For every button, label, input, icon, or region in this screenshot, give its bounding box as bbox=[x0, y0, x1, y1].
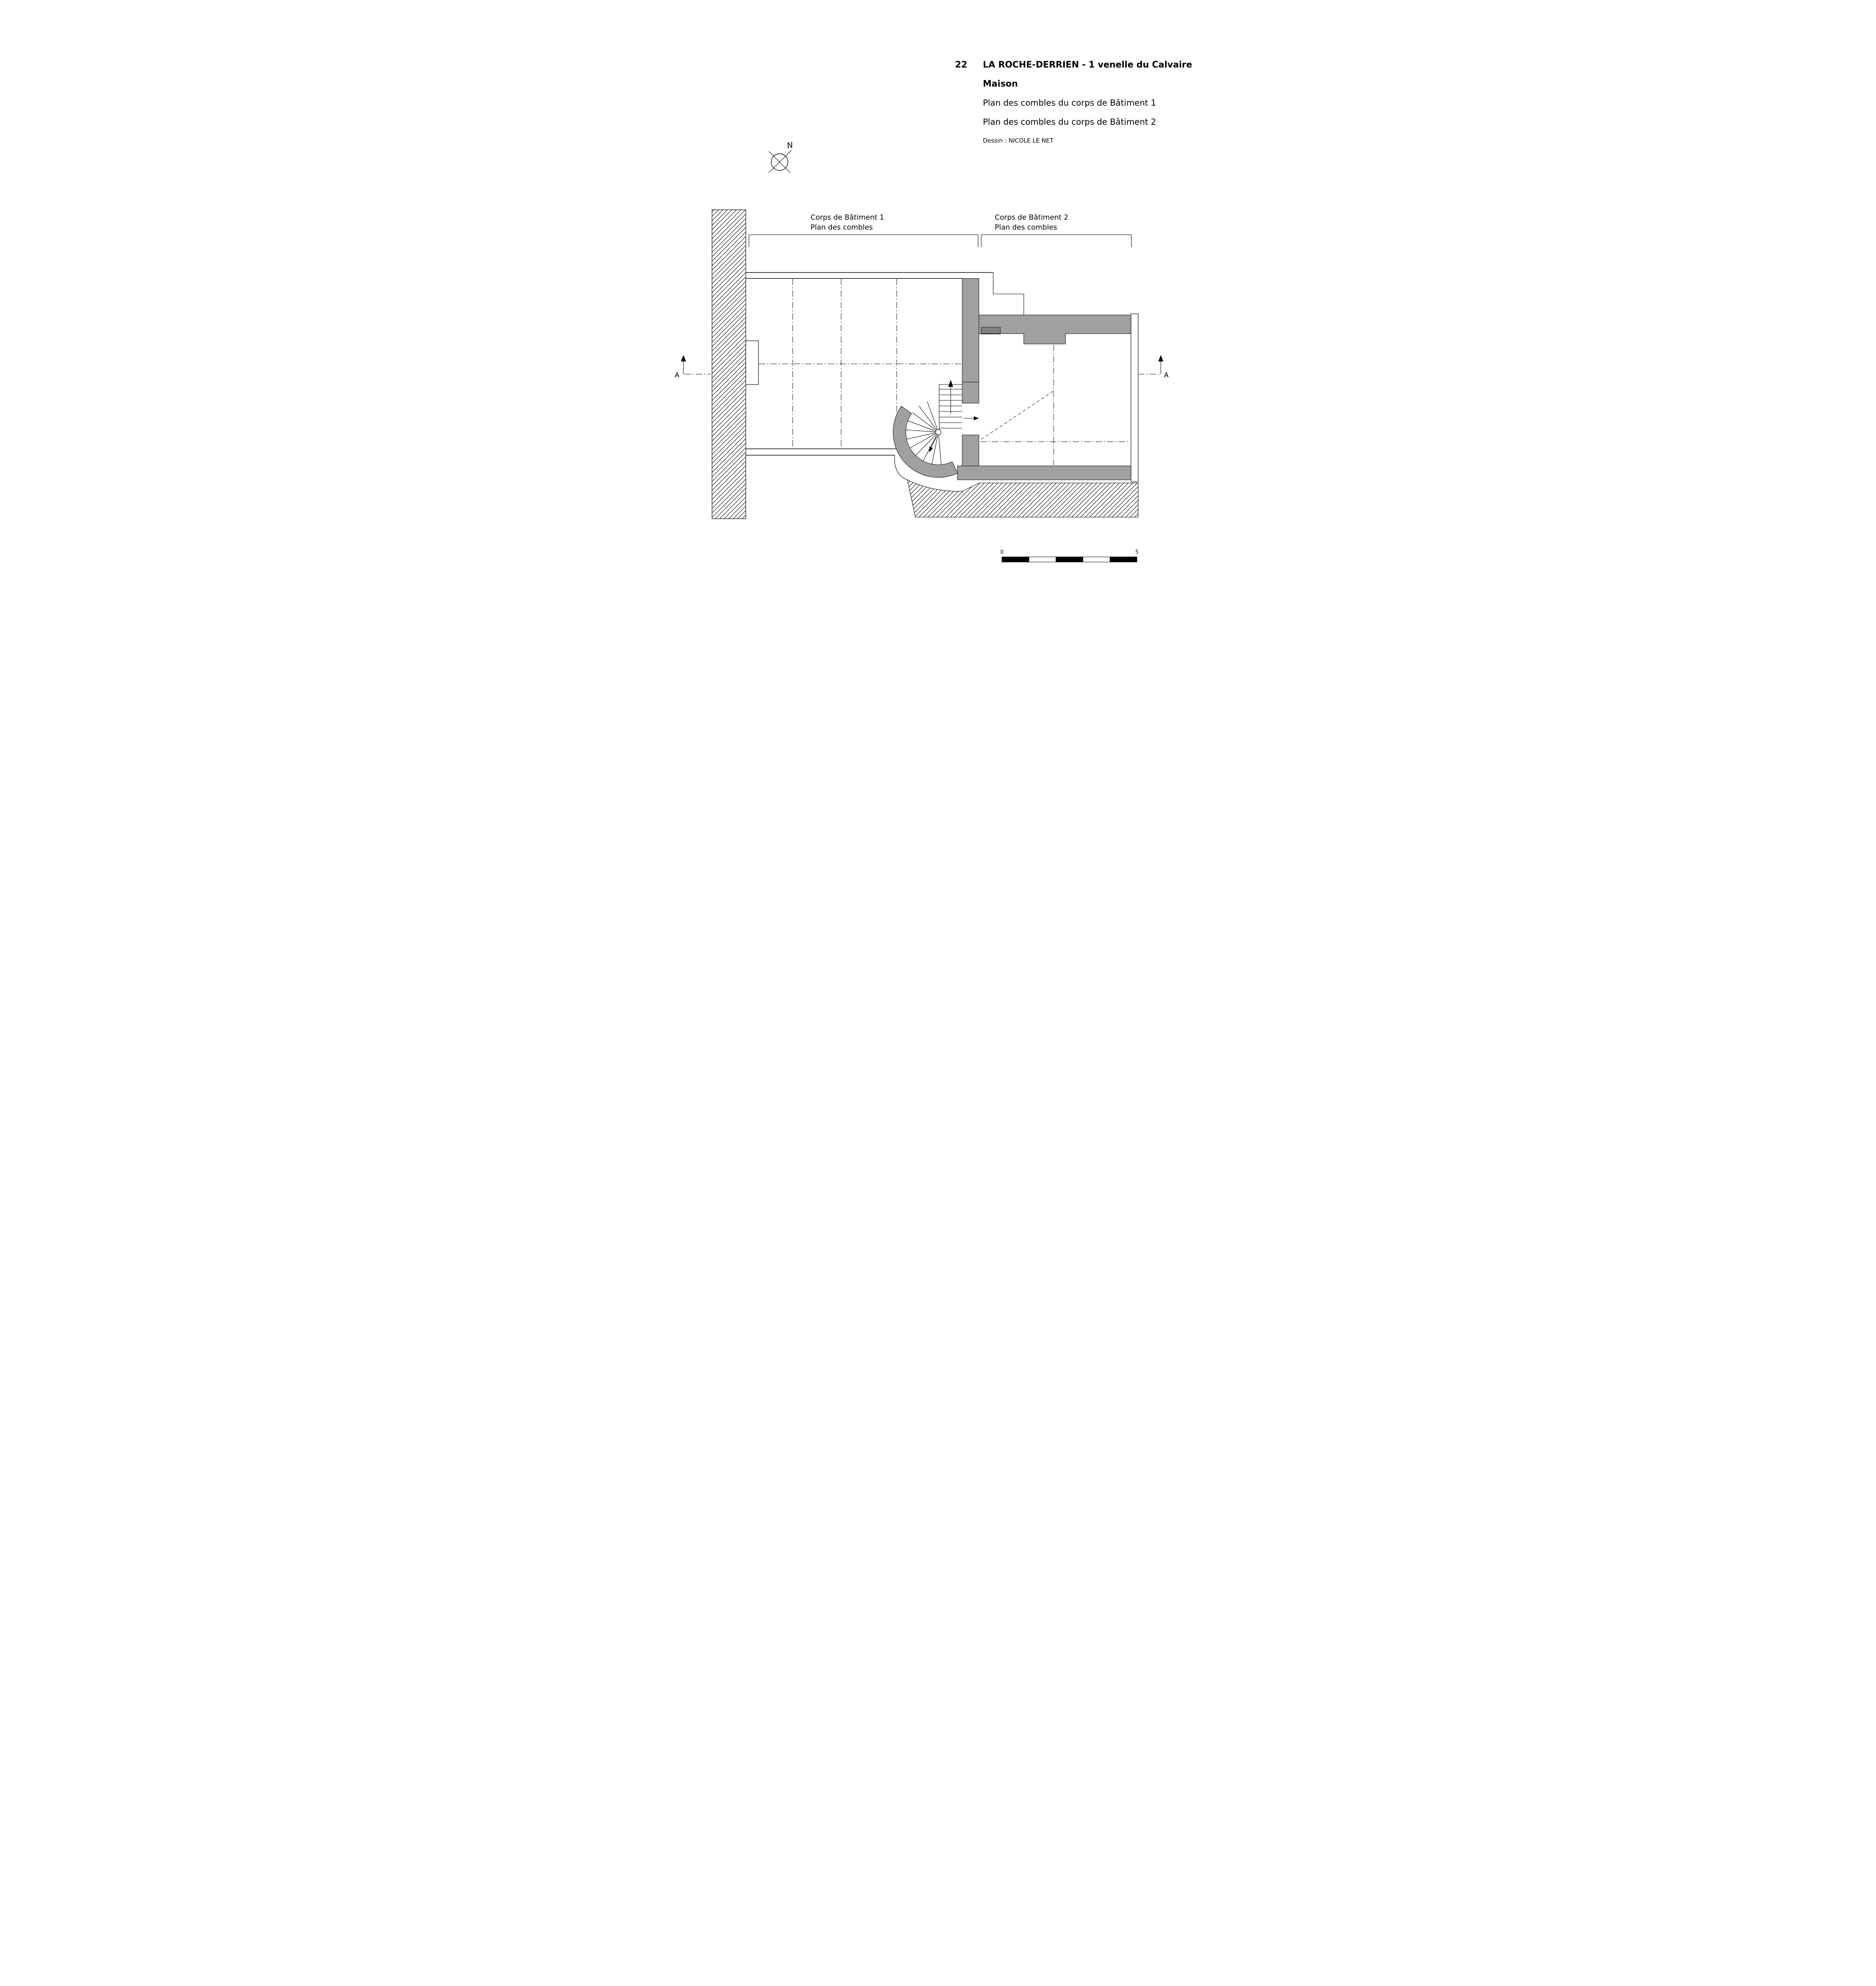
tread-line bbox=[919, 406, 937, 430]
down-arrow-shaft bbox=[931, 437, 937, 448]
scale-bar: 0 5 bbox=[1000, 549, 1139, 562]
down-arrow-icon bbox=[929, 446, 933, 452]
building2-east-wall bbox=[1131, 313, 1139, 482]
tread-line bbox=[912, 412, 936, 431]
architectural-plan: 22 LA ROCHE-DERRIEN - 1 venelle du Calva… bbox=[675, 60, 1192, 562]
section-marker-left: A bbox=[675, 355, 710, 379]
page-subtitle: Maison bbox=[983, 79, 1018, 89]
scale-segment bbox=[1029, 556, 1056, 562]
page-title: LA ROCHE-DERRIEN - 1 venelle du Calvaire bbox=[983, 60, 1192, 70]
scale-start-label: 0 bbox=[1000, 549, 1004, 555]
building-junction-step bbox=[993, 272, 1024, 315]
building1-label-line2: Plan des combles bbox=[811, 223, 873, 232]
plan-labels: Corps de Bâtiment 1 Plan des combles Cor… bbox=[749, 213, 1132, 247]
stair-outer-face-curve bbox=[894, 455, 908, 480]
hatched-masonry-west bbox=[712, 209, 746, 519]
section-letter-left: A bbox=[675, 371, 679, 379]
section-letter-right: A bbox=[1164, 371, 1169, 379]
dividing-wall-upper bbox=[962, 278, 979, 404]
section-arrow-icon bbox=[1158, 355, 1164, 361]
building2-label-line2: Plan des combles bbox=[995, 223, 1057, 232]
figure-number: 22 bbox=[955, 60, 967, 70]
scale-segment bbox=[1083, 556, 1110, 562]
stair-curved-wall bbox=[893, 406, 958, 478]
spiral-stair bbox=[893, 380, 979, 478]
tread-line bbox=[932, 435, 938, 464]
building2-label-line1: Corps de Bâtiment 2 bbox=[995, 213, 1068, 222]
building1-roof-truss-lines bbox=[759, 279, 961, 448]
compass-cross-icon bbox=[768, 151, 791, 173]
tread-line bbox=[915, 434, 936, 456]
stair-direction-arrows bbox=[929, 380, 979, 452]
building2-extent-bracket bbox=[981, 234, 1132, 247]
hip-line bbox=[981, 390, 1054, 440]
tread-line bbox=[910, 433, 936, 448]
adjacent-building-hatch bbox=[894, 455, 1139, 518]
north-label: N bbox=[786, 140, 794, 151]
title-block: 22 LA ROCHE-DERRIEN - 1 venelle du Calva… bbox=[955, 60, 1192, 144]
scale-segment bbox=[1056, 556, 1083, 562]
building2-plan bbox=[957, 278, 1139, 482]
dividing-wall-lower bbox=[962, 435, 979, 466]
caption-line-2: Plan des combles du corps de Bâtiment 2 bbox=[983, 117, 1156, 127]
up-arrow-icon bbox=[948, 380, 953, 387]
timber-lintel-stipple bbox=[981, 327, 1001, 334]
north-arrow: N bbox=[768, 140, 794, 173]
building1-plan bbox=[746, 272, 1024, 456]
tread-line bbox=[908, 420, 936, 431]
building2-south-wall bbox=[957, 466, 1131, 480]
scale-segment bbox=[1002, 556, 1029, 562]
drawing-sheet: 22 LA ROCHE-DERRIEN - 1 venelle du Calva… bbox=[656, 0, 1220, 620]
building1-extent-bracket bbox=[749, 234, 979, 247]
section-marker-right: A bbox=[1138, 355, 1169, 379]
tread-line bbox=[906, 429, 936, 432]
credit-line: Dessin : NICOLE LE NET bbox=[983, 137, 1054, 144]
stair-newel-post bbox=[935, 429, 942, 435]
building2-roof-lines bbox=[980, 345, 1130, 465]
building2-north-wall bbox=[979, 315, 1131, 344]
tread-line bbox=[938, 435, 942, 465]
scale-end-label: 5 bbox=[1135, 549, 1139, 555]
scale-segment bbox=[1110, 556, 1137, 562]
tread-line bbox=[927, 401, 938, 429]
tread-line bbox=[906, 433, 936, 440]
right-arrow-icon bbox=[974, 416, 979, 420]
hatched-masonry-south bbox=[907, 479, 1139, 518]
building1-label-line1: Corps de Bâtiment 1 bbox=[811, 213, 884, 222]
caption-line-1: Plan des combles du corps de Bâtiment 1 bbox=[983, 98, 1156, 108]
compass-needle-icon bbox=[768, 150, 792, 173]
left-party-wall bbox=[712, 209, 759, 519]
section-arrow-icon bbox=[681, 355, 686, 361]
wall-pilaster bbox=[745, 340, 759, 385]
